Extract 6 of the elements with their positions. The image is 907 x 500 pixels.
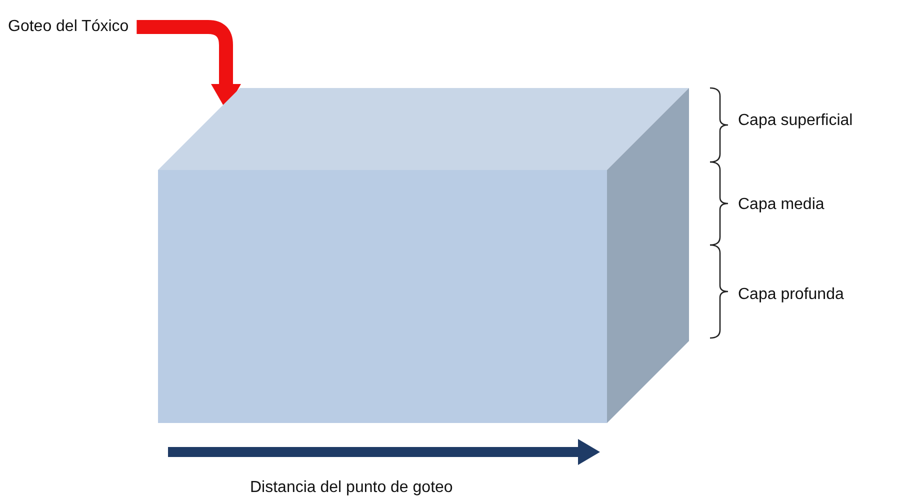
annotation-text: Goteo del Tóxico	[8, 18, 129, 36]
axis-label: Distancia del punto de goteo	[250, 479, 453, 497]
layer-label: Capa superficial	[738, 112, 853, 130]
cuboid-drawing	[158, 88, 689, 423]
layer-label: Capa media	[738, 196, 824, 214]
layer-label: Capa profunda	[738, 286, 844, 304]
